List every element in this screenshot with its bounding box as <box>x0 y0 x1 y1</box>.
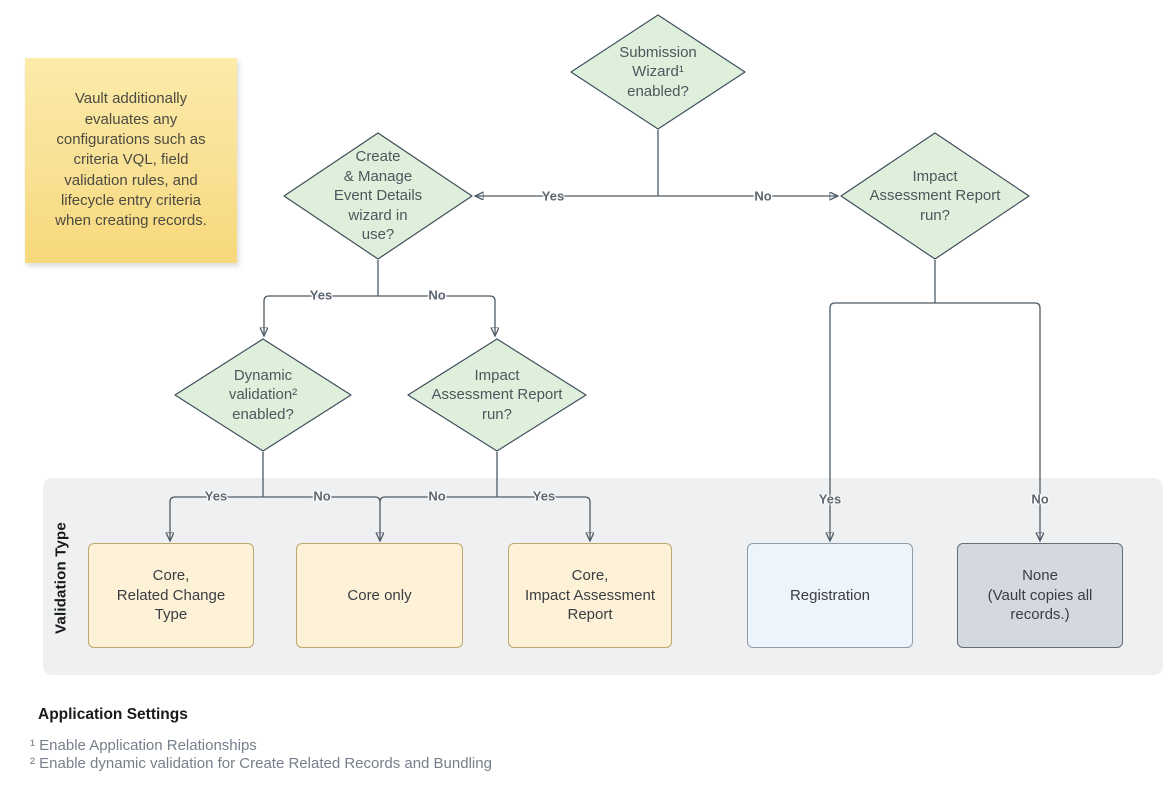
edge-label-dynamic-yes: Yes <box>204 488 228 504</box>
decision-dynamic-validation: Dynamic validation² enabled? <box>174 338 352 452</box>
decision-text: Impact Assessment Report run? <box>431 366 563 423</box>
edge-label-impact-right-no: No <box>1031 491 1049 507</box>
sticky-note: Vault additionally evaluates any configu… <box>25 58 237 263</box>
diamond-shape <box>283 132 473 260</box>
decision-create-manage-wizard: Create & Manage Event Details wizard in … <box>283 132 473 260</box>
diamond-shape <box>840 132 1030 260</box>
edge-label-dynamic-no: No <box>313 488 331 504</box>
decision-text: Create & Manage Event Details wizard in … <box>333 148 423 244</box>
application-settings-heading: Application Settings <box>38 706 188 723</box>
outcome-core-only: Core only <box>296 543 463 648</box>
edge-label-submission-no: No <box>754 188 772 204</box>
decision-submission-wizard: Submission Wizard¹ enabled? <box>570 14 746 130</box>
validation-type-label: Validation Type <box>52 522 70 634</box>
decision-impact-assessment-middle: Impact Assessment Report run? <box>407 338 587 452</box>
outcome-core-related-change-type: Core, Related Change Type <box>88 543 254 648</box>
footnote-enable-dynamic-validation: ² Enable dynamic validation for Create R… <box>30 755 492 772</box>
sticky-note-text: Vault additionally evaluates any configu… <box>55 90 207 230</box>
edge-label-wizard-yes: Yes <box>309 287 333 303</box>
decision-text: Dynamic validation² enabled? <box>228 366 298 423</box>
decision-text: Submission Wizard¹ enabled? <box>619 43 697 100</box>
decision-impact-assessment-right: Impact Assessment Report run? <box>840 132 1030 260</box>
edge-label-submission-yes: Yes <box>541 188 565 204</box>
footnote-enable-application-relationships: ¹ Enable Application Relationships <box>30 737 257 754</box>
diamond-shape <box>174 338 352 452</box>
diamond-shape <box>407 338 587 452</box>
edge-label-impact-right-yes: Yes <box>818 491 842 507</box>
diamond-shape <box>570 14 746 130</box>
outcome-registration: Registration <box>747 543 913 648</box>
decision-text: Impact Assessment Report run? <box>869 167 1001 224</box>
outcome-none: None (Vault copies all records.) <box>957 543 1123 648</box>
edge-label-impact-middle-yes: Yes <box>532 488 556 504</box>
outcome-core-impact-assessment-report: Core, Impact Assessment Report <box>508 543 672 648</box>
edge-label-impact-middle-no: No <box>428 488 446 504</box>
edge-label-wizard-no: No <box>428 287 446 303</box>
